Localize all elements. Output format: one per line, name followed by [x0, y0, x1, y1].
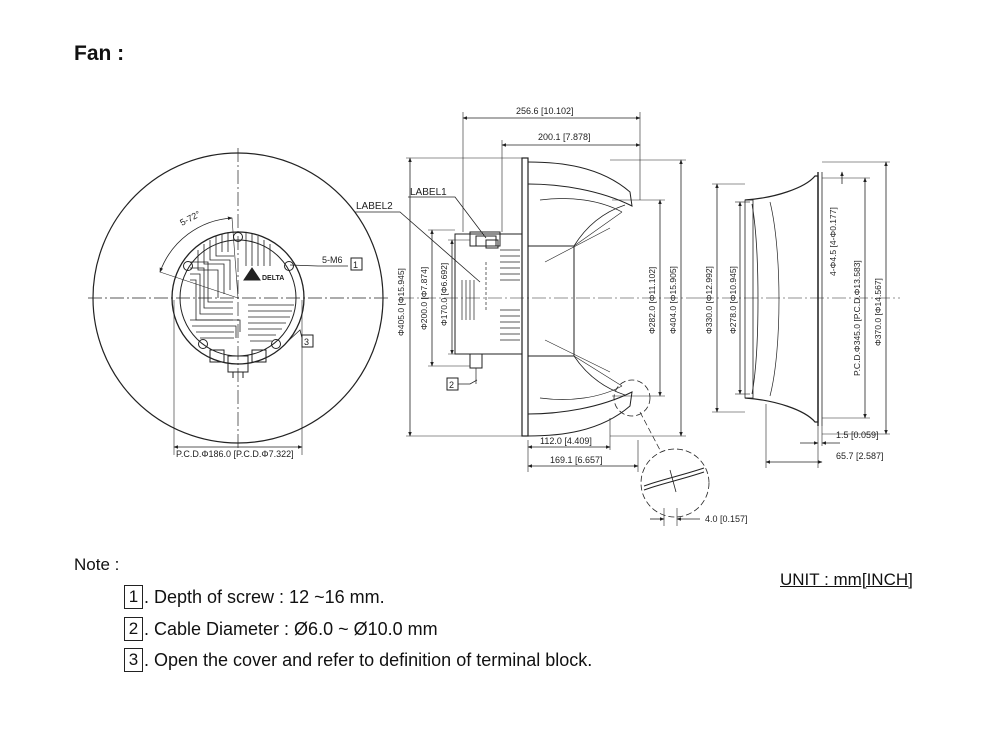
impeller-blade-upper	[527, 161, 633, 207]
note-item: 2 . Cable Diameter : Ø6.0 ~ Ø10.0 mm	[124, 617, 438, 641]
t40-dim: 4.0 [0.157]	[705, 514, 748, 524]
label2-text: LABEL2	[356, 201, 393, 212]
ref-box-2-side	[446, 377, 459, 391]
page-title: Fan :	[74, 42, 125, 65]
impeller-hub	[527, 245, 575, 357]
d370-dim: Φ370.0 [Φ14.567]	[873, 278, 883, 346]
d170-dim: Φ170.0 [Φ6.692]	[439, 263, 449, 326]
ref-1-front-text: 1	[353, 260, 358, 270]
inlet-ring-view	[700, 161, 900, 468]
fan-technical-drawing: DELTA 5-72° 5-M6 1 3 P.C.D.Φ186.0 [P.C.D…	[88, 106, 900, 526]
bolt-hole	[284, 261, 294, 271]
pcd186-label: P.C.D.Φ186.0 [P.C.D.Φ7.322]	[176, 449, 294, 459]
note-text: . Cable Diameter : Ø6.0 ~ Ø10.0 mm	[144, 618, 438, 639]
note-number-box: 3	[124, 648, 143, 672]
d200-dim: Φ200.0 [Φ7.874]	[419, 267, 429, 330]
heatsink-fins	[190, 232, 294, 342]
note-number-box: 2	[124, 617, 143, 641]
label1-text: LABEL1	[410, 187, 447, 198]
note-heading: Note :	[74, 555, 120, 574]
t657-dim: 65.7 [2.587]	[836, 451, 884, 461]
note-item: 3 . Open the cover and refer to definiti…	[124, 648, 592, 672]
ref-3-front-text: 3	[304, 337, 309, 347]
d330-dim: Φ330.0 [Φ12.992]	[704, 266, 714, 334]
bolt-hole	[271, 339, 281, 349]
angle-arc	[159, 216, 233, 273]
bolt-hole	[198, 339, 208, 349]
brand-text: DELTA	[262, 275, 284, 282]
impeller-blade-lower	[527, 391, 633, 437]
d405-dim: Φ405.0 [Φ15.945]	[396, 268, 406, 336]
detail-circle-large	[640, 448, 710, 518]
d278-dim: Φ278.0 [Φ10.945]	[728, 266, 738, 334]
top-overall-dim: 256.6 [10.102]	[516, 106, 574, 116]
brand-logo-triangle	[243, 267, 261, 281]
detail-circle-small	[613, 379, 651, 417]
front-view: DELTA	[88, 148, 390, 455]
pcd345-dim: P.C.D.Φ345.0 [P.C.D.Φ13.583]	[852, 260, 862, 376]
top-inner-dim: 200.1 [7.878]	[538, 132, 591, 142]
label1-sticker	[475, 235, 497, 247]
bot-112-dim: 112.0 [4.409]	[540, 436, 592, 446]
t15-dim: 1.5 [0.059]	[836, 430, 879, 440]
cable-glands	[209, 349, 267, 378]
note-text: . Open the cover and refer to definition…	[144, 649, 593, 670]
note-number-box: 1	[124, 585, 143, 609]
angle-label: 5-72°	[178, 209, 202, 228]
unit-label: UNIT : mm[INCH]	[780, 570, 913, 589]
ref-box-1-front	[350, 257, 363, 271]
holes-dim: 4-Φ4.5 [4-Φ0.177]	[828, 207, 838, 276]
m6-label: 5-M6	[322, 255, 343, 265]
ref-2-side-text: 2	[449, 380, 454, 390]
side-view	[355, 112, 710, 526]
d282-dim: Φ282.0 [Φ11.102]	[647, 267, 657, 334]
note-text: . Depth of screw : 12 ~16 mm.	[144, 586, 385, 607]
d404-dim: Φ404.0 [Φ15.905]	[668, 266, 678, 334]
mounting-plate	[521, 157, 529, 437]
note-item: 1 . Depth of screw : 12 ~16 mm.	[124, 585, 385, 609]
bot-169-dim: 169.1 [6.657]	[550, 455, 603, 465]
motor-housing	[454, 233, 523, 355]
inlet-ring-profile	[744, 175, 819, 423]
